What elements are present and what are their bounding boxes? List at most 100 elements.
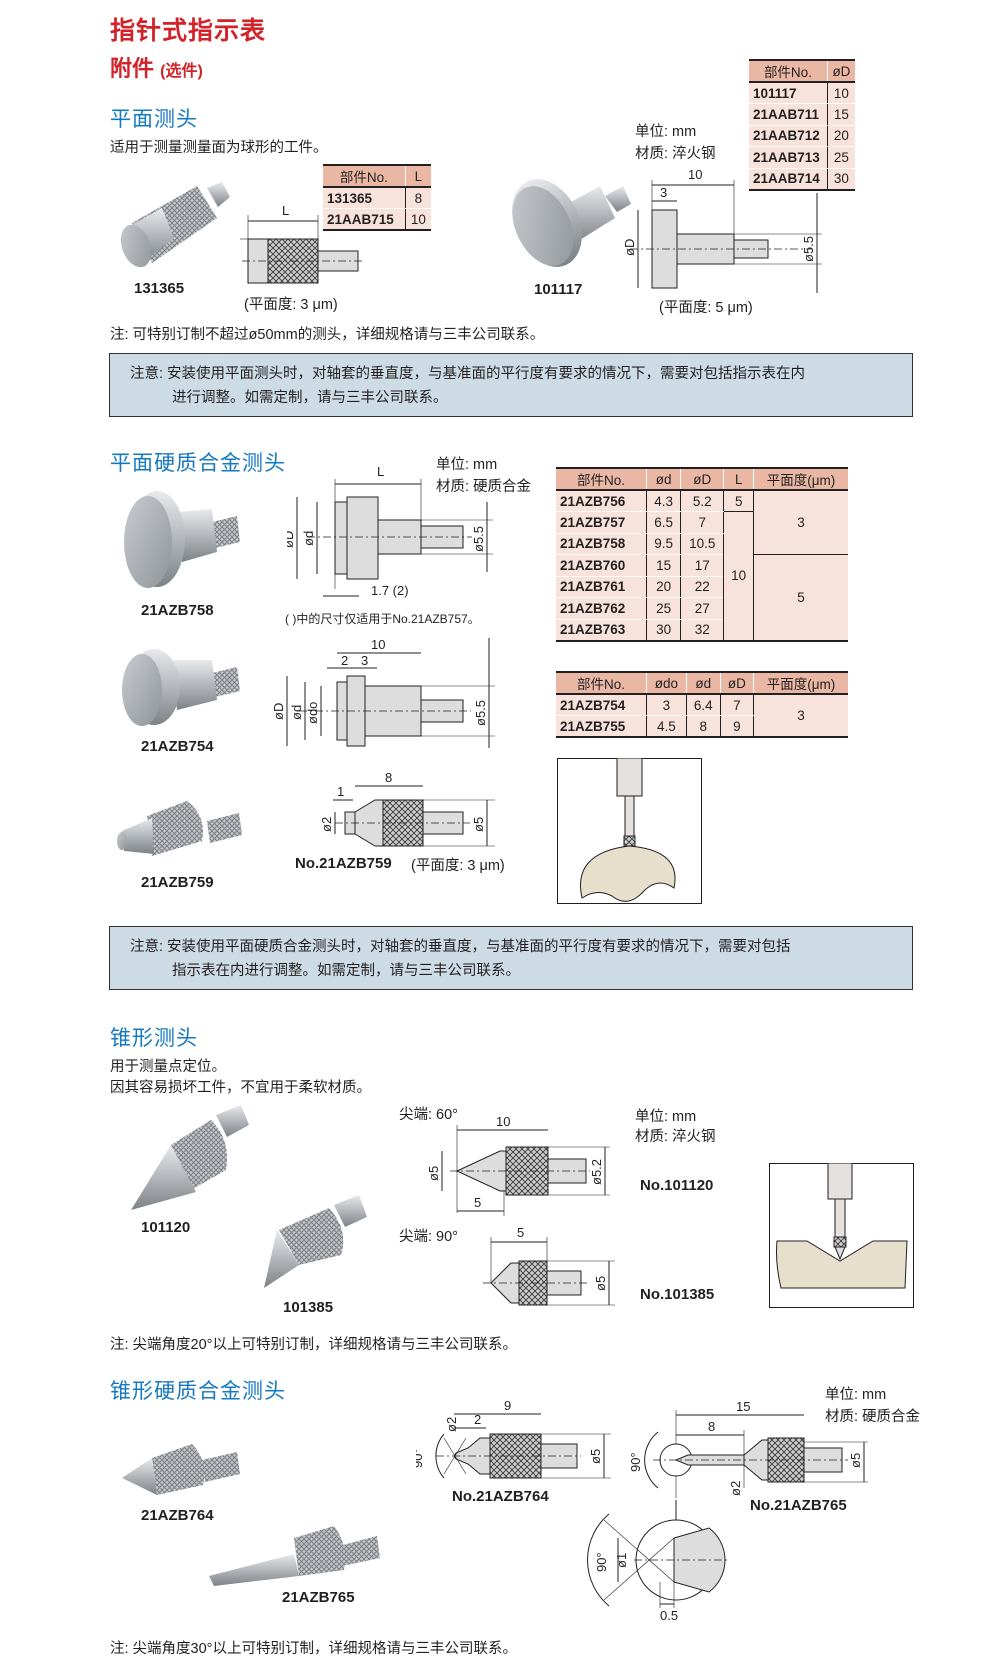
cell: 21AAB712: [749, 125, 828, 147]
flatness-21AZB759: (平面度: 3 μm): [411, 858, 505, 874]
label-21AZB759: No.21AZB759: [295, 855, 392, 872]
material-text: 材质: 淬火钢: [635, 146, 716, 162]
material-text: 材质: 硬质合金: [436, 479, 532, 495]
cell: 25: [826, 146, 855, 169]
dim-2: 2: [474, 1412, 481, 1427]
dim-s55: ø5.5: [471, 526, 486, 552]
cell: 17: [680, 554, 724, 577]
section-desc-flat: 适用于测量测量面为球形的工件。: [110, 140, 328, 156]
dim-D: øD: [287, 531, 296, 548]
diagram-21AZB754: 10 2 3 øD ød ødo ø5.5: [271, 638, 495, 748]
diagram-21AZB759: 8 1 ø2 ø5: [319, 770, 495, 847]
note-carbide-cone: 注: 尖端角度30°以上可特别订制，详细规格请与三丰公司联系。: [110, 1641, 517, 1657]
dim-1: 1: [337, 784, 344, 799]
illustration-sphere-measure: [557, 758, 702, 904]
th-flatness: 平面度(μm): [752, 671, 848, 695]
unit-text: 单位: mm: [635, 124, 697, 140]
flatness-101117: (平面度: 5 μm): [659, 300, 753, 316]
cell: 21AZB756: [556, 490, 647, 512]
diagram-101120: 10 ø5 ø5.2 5: [426, 1114, 610, 1216]
photo-101385: [264, 1195, 367, 1288]
th-flatness: 平面度(μm): [752, 467, 848, 491]
dim-10: 10: [688, 168, 702, 182]
cell: 5.2: [680, 490, 724, 512]
photo-label-101117: 101117: [534, 281, 583, 298]
cell: 6.4: [685, 694, 721, 716]
section-title-carbide-cone: 锥形硬质合金测头: [110, 1380, 286, 1403]
th-part-no: 部件No.: [749, 59, 828, 83]
dim-s5: ø5: [848, 1453, 863, 1468]
label-101120: No.101120: [640, 1177, 714, 1194]
dim-angle: 90°: [628, 1452, 643, 1472]
note-flat: 注: 可特别订制不超过ø50mm的测头，详细规格请与三丰公司联系。: [110, 327, 545, 343]
illustration-v-groove: [769, 1163, 914, 1308]
tip-90: 尖端: 90°: [399, 1229, 458, 1245]
diagram-21AZB764: 9 2 ø2 90° ø5: [416, 1398, 611, 1479]
dim-3: 3: [660, 185, 667, 200]
dim-gap: 1.7 (2): [371, 583, 409, 598]
dim-s5: ø5: [471, 817, 486, 832]
photo-label-131365: 131365: [134, 280, 185, 297]
cell: 8: [685, 715, 721, 738]
dim-05: 0.5: [660, 1608, 678, 1622]
diagram-101385: 5 ø5: [483, 1225, 615, 1306]
photo-101120: [131, 1105, 249, 1210]
dim-8: 8: [385, 770, 392, 785]
unit-text: 单位: mm: [825, 1387, 887, 1403]
dim-angle: 90°: [594, 1552, 609, 1572]
tip-60: 尖端: 60°: [399, 1107, 458, 1123]
dim-d55: ø5.5: [801, 236, 816, 262]
cell: 30: [826, 168, 855, 191]
cell: 21AZB757: [556, 511, 647, 534]
cell: 21AZB758: [556, 533, 647, 555]
section-title-carbide-flat: 平面硬质合金测头: [110, 452, 286, 475]
photo-label-101120: 101120: [141, 1219, 191, 1236]
th-d: ød: [646, 467, 681, 491]
diagram-21AZB765: 15 8 90° ø2 ø5: [628, 1399, 868, 1498]
th-do: ødo: [646, 671, 687, 695]
caution-box-carbide-flat: 注意: 安装使用平面硬质合金测头时，对轴套的垂直度，与基准面的平行度有要求的情况…: [109, 926, 913, 990]
cell: 21AAB711: [749, 103, 828, 126]
dim-3: 3: [361, 653, 368, 668]
dim-d2: ø2: [728, 1481, 743, 1496]
diagram-101117: 10 3 øD ø5.5: [622, 168, 822, 293]
cell: 7: [719, 694, 754, 716]
note-cone: 注: 尖端角度20°以上可特别订制，详细规格请与三丰公司联系。: [110, 1337, 517, 1353]
label-101385: No.101385: [640, 1286, 715, 1303]
cell: 5: [723, 490, 754, 512]
caution-line: 进行调整。如需定制，请与三丰公司联系。: [172, 390, 448, 406]
cell: 25: [646, 597, 681, 620]
cell: 3: [646, 694, 687, 716]
section-desc-cone-1: 用于测量点定位。: [110, 1059, 226, 1075]
section-title-flat: 平面测头: [110, 108, 198, 131]
cell: 21AZB762: [556, 597, 647, 620]
unit-text: 单位: mm: [635, 1109, 697, 1125]
dim-do: ødo: [305, 702, 320, 724]
cell: 21AAB715: [323, 208, 406, 231]
cell: 20: [646, 576, 681, 598]
cell: 3: [752, 694, 848, 738]
subtitle-text: 附件: [110, 56, 155, 81]
photo-label-21AZB758: 21AZB758: [141, 602, 214, 619]
dim-15: 15: [736, 1399, 750, 1414]
dim-9: 9: [504, 1398, 511, 1413]
dim-angle: 90°: [416, 1448, 425, 1468]
photo-21AZB758: [124, 491, 240, 588]
section-title-cone: 锥形测头: [110, 1027, 198, 1050]
dim-D: øD: [622, 239, 637, 256]
photo-label-21AZB765: 21AZB765: [282, 1589, 355, 1606]
photo-101117: [512, 179, 631, 267]
cell: 30: [646, 619, 681, 642]
cell: 21AAB713: [749, 146, 828, 169]
cell: 10: [404, 208, 431, 231]
